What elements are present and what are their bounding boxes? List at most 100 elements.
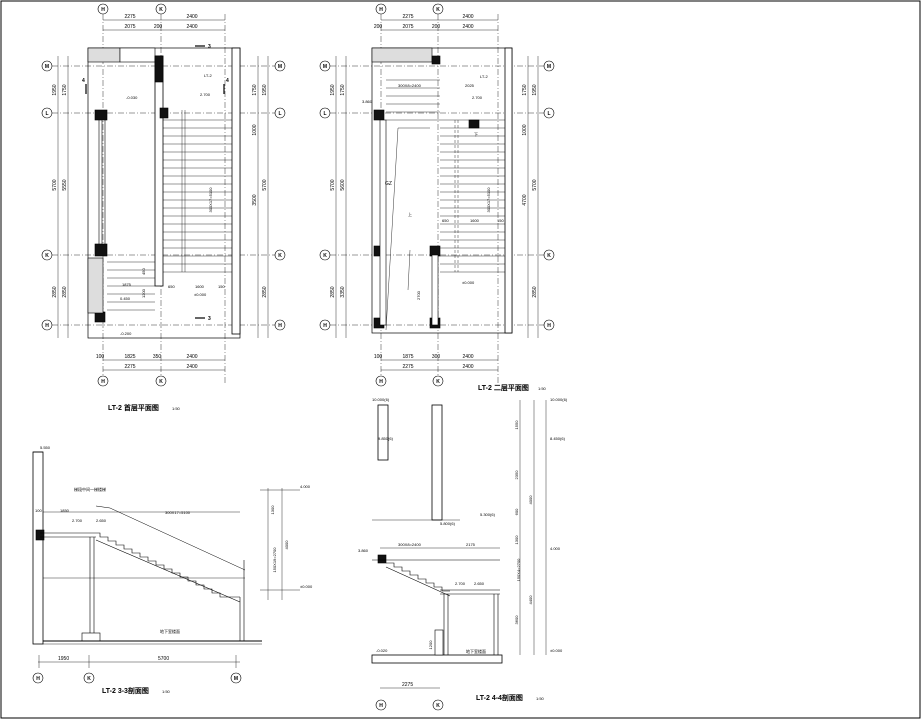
section-3-3-grid-bubbles: H K M (32, 672, 242, 684)
p1-grid-r-k: K (278, 253, 282, 259)
p2-dim-right-f: 4700 (522, 194, 528, 205)
p1-w-b: 1600 (195, 284, 205, 289)
p2-grid-r-k: K (547, 253, 551, 259)
p1-grid-top-h: H (101, 7, 105, 13)
p2-dim-right-d: 1750 (522, 84, 528, 95)
plan1-grid-bubbles: H K H K M L K H M L K H (41, 3, 286, 387)
p2-dim-bot-total-left: 2275 (402, 364, 413, 370)
p1-w-e: 1200 (141, 288, 146, 298)
s44-d-a: 2175 (466, 542, 476, 547)
s44-elev-top-l: 10.000(6) (372, 397, 390, 402)
p2-grid-l-h: H (323, 323, 327, 329)
p1-run-label: 300X17=5100 (208, 187, 213, 213)
p2-grid-l-m: M (323, 64, 327, 70)
s44-v-h: 1200 (428, 640, 433, 650)
p2-grid-top-k: K (436, 7, 440, 13)
p1-dim-bot-d: 2400 (186, 354, 197, 360)
p1-grid-r-m: M (278, 64, 282, 70)
sec33-title: LT-2 3-3剖面图 (102, 686, 149, 695)
p1-elev-a: -0.030 (126, 95, 138, 100)
p2-grid-l-l: L (323, 111, 326, 117)
p1-dim-top-total-left: 2275 (124, 14, 135, 20)
s33-d-a: 1850 (60, 508, 70, 513)
p1-dim-right-d: 1750 (252, 84, 258, 95)
p2-grid-top-h: H (379, 7, 383, 13)
p2-dim-bot-c: 300 (432, 354, 441, 360)
p2-elev-b: 2.700 (472, 95, 483, 100)
s44-elev-top-r: 10.000(6) (550, 397, 568, 402)
p2-dim-bot-total-right: 2400 (462, 364, 473, 370)
s44-run: 300X8=2400 (398, 542, 422, 547)
p2-dim-right-b: 5700 (532, 179, 538, 190)
p1-dim-bot-b: 1825 (124, 354, 135, 360)
s33-note-b: 地下室楼面 (160, 628, 180, 634)
p2-grid-bot-k: K (436, 379, 440, 385)
p2-grid-l-k: K (323, 253, 327, 259)
p1-dim-top-sub-b: 200 (154, 24, 163, 30)
p2-mark-dn: 下 (474, 132, 478, 137)
plan2-grid-bubbles: H K H K M L K H M L K H (319, 3, 555, 387)
sec33-scale: 1:50 (162, 689, 171, 694)
p2-gz-label: GZ (385, 181, 392, 187)
s44-grid-k: K (436, 703, 440, 709)
s33-v-run: 150X19=2700 (272, 547, 277, 573)
p2-w-a: 2025 (465, 83, 475, 88)
s44-v-g: 4400 (528, 595, 533, 605)
p2-elev-c: ±0.000 (462, 280, 475, 285)
section-4-4-labels: 10.000(6) 10.000(6) 8.450(6) 5.300(6) 3.… (358, 397, 568, 702)
s44-v-run: 150X4=2700 (516, 558, 521, 582)
section-3-3-labels: 5.550 4.000 ±0.000 2.700 2.650 300X17=51… (35, 445, 313, 695)
p2-dim-top-sub-a: 200 (374, 24, 383, 30)
s44-elev-c: 3.860 (358, 548, 369, 553)
p1-elev-d: 0.450 (120, 296, 131, 301)
p2-w-e: 2700 (416, 290, 421, 300)
s44-elev-a: 8.450(6) (550, 436, 566, 441)
p1-dim-top-total-right: 2400 (186, 14, 197, 20)
s33-d-d: 5700 (158, 656, 169, 662)
s44-elev-h: 2.650 (474, 581, 485, 586)
p2-dim-left-f: 3350 (340, 286, 346, 297)
sec44-title: LT-2 4-4剖面图 (476, 693, 523, 702)
s44-v-c: 600 (514, 508, 519, 515)
s44-elev-j: 9.850(6) (378, 436, 394, 441)
p1-cut-mark-side-right: 4 (226, 78, 229, 84)
p1-dim-bot-total-left: 2275 (124, 364, 135, 370)
s33-grid-m: M (234, 676, 238, 682)
s33-elev-d: 2.650 (96, 518, 107, 523)
p1-dim-right-a: 1950 (262, 84, 268, 95)
s44-elev-e: ±0.000 (550, 648, 563, 653)
p1-cut-mark-side-left: 4 (82, 78, 85, 84)
s44-note-a: 地下室楼面 (466, 648, 486, 654)
p2-run-top: 300X8=2400 (398, 83, 422, 88)
p2-dim-right-a: 1950 (532, 84, 538, 95)
s33-elev-a: 4.000 (300, 484, 311, 489)
p2-mark-up: 上 (408, 211, 412, 217)
p2-dim-left-d: 1750 (340, 84, 346, 95)
p2-dim-left-b: 5700 (330, 179, 336, 190)
p1-grid-bot-k: K (159, 379, 163, 385)
p1-dim-top-sub-c: 2400 (186, 24, 197, 30)
s33-elev-c: 2.700 (72, 518, 83, 523)
p1-elev-e: -0.200 (120, 331, 132, 336)
p1-dim-bot-a: 100 (96, 354, 105, 360)
plan2-labels: 2275 2400 200 2075 200 2400 100 1875 300… (330, 14, 547, 392)
plan2-scale: 1:50 (538, 386, 547, 391)
p1-w-c: 150 (218, 284, 225, 289)
p1-grid-l-k: K (45, 253, 49, 259)
p1-w-a: 650 (168, 284, 175, 289)
p1-grid-l-m: M (45, 64, 49, 70)
p1-elev-b: 2.700 (200, 92, 211, 97)
s33-d-c: 1950 (58, 656, 69, 662)
s44-grid-h: H (379, 703, 383, 709)
p1-dim-right-f: 3500 (252, 194, 258, 205)
p2-dim-left-a: 1950 (330, 84, 336, 95)
p1-dim-bot-c: 350 (153, 354, 162, 360)
s33-run: 300X17=5100 (165, 510, 191, 515)
p2-w-b: 650 (442, 218, 449, 223)
s44-elev-b: 5.300(6) (480, 512, 496, 517)
s33-d-b: 100 (35, 508, 42, 513)
s44-v-f: 3600 (514, 615, 519, 625)
p1-cut-mark-top: 3 (208, 44, 211, 50)
p2-dim-top-total-right: 2400 (462, 14, 473, 20)
